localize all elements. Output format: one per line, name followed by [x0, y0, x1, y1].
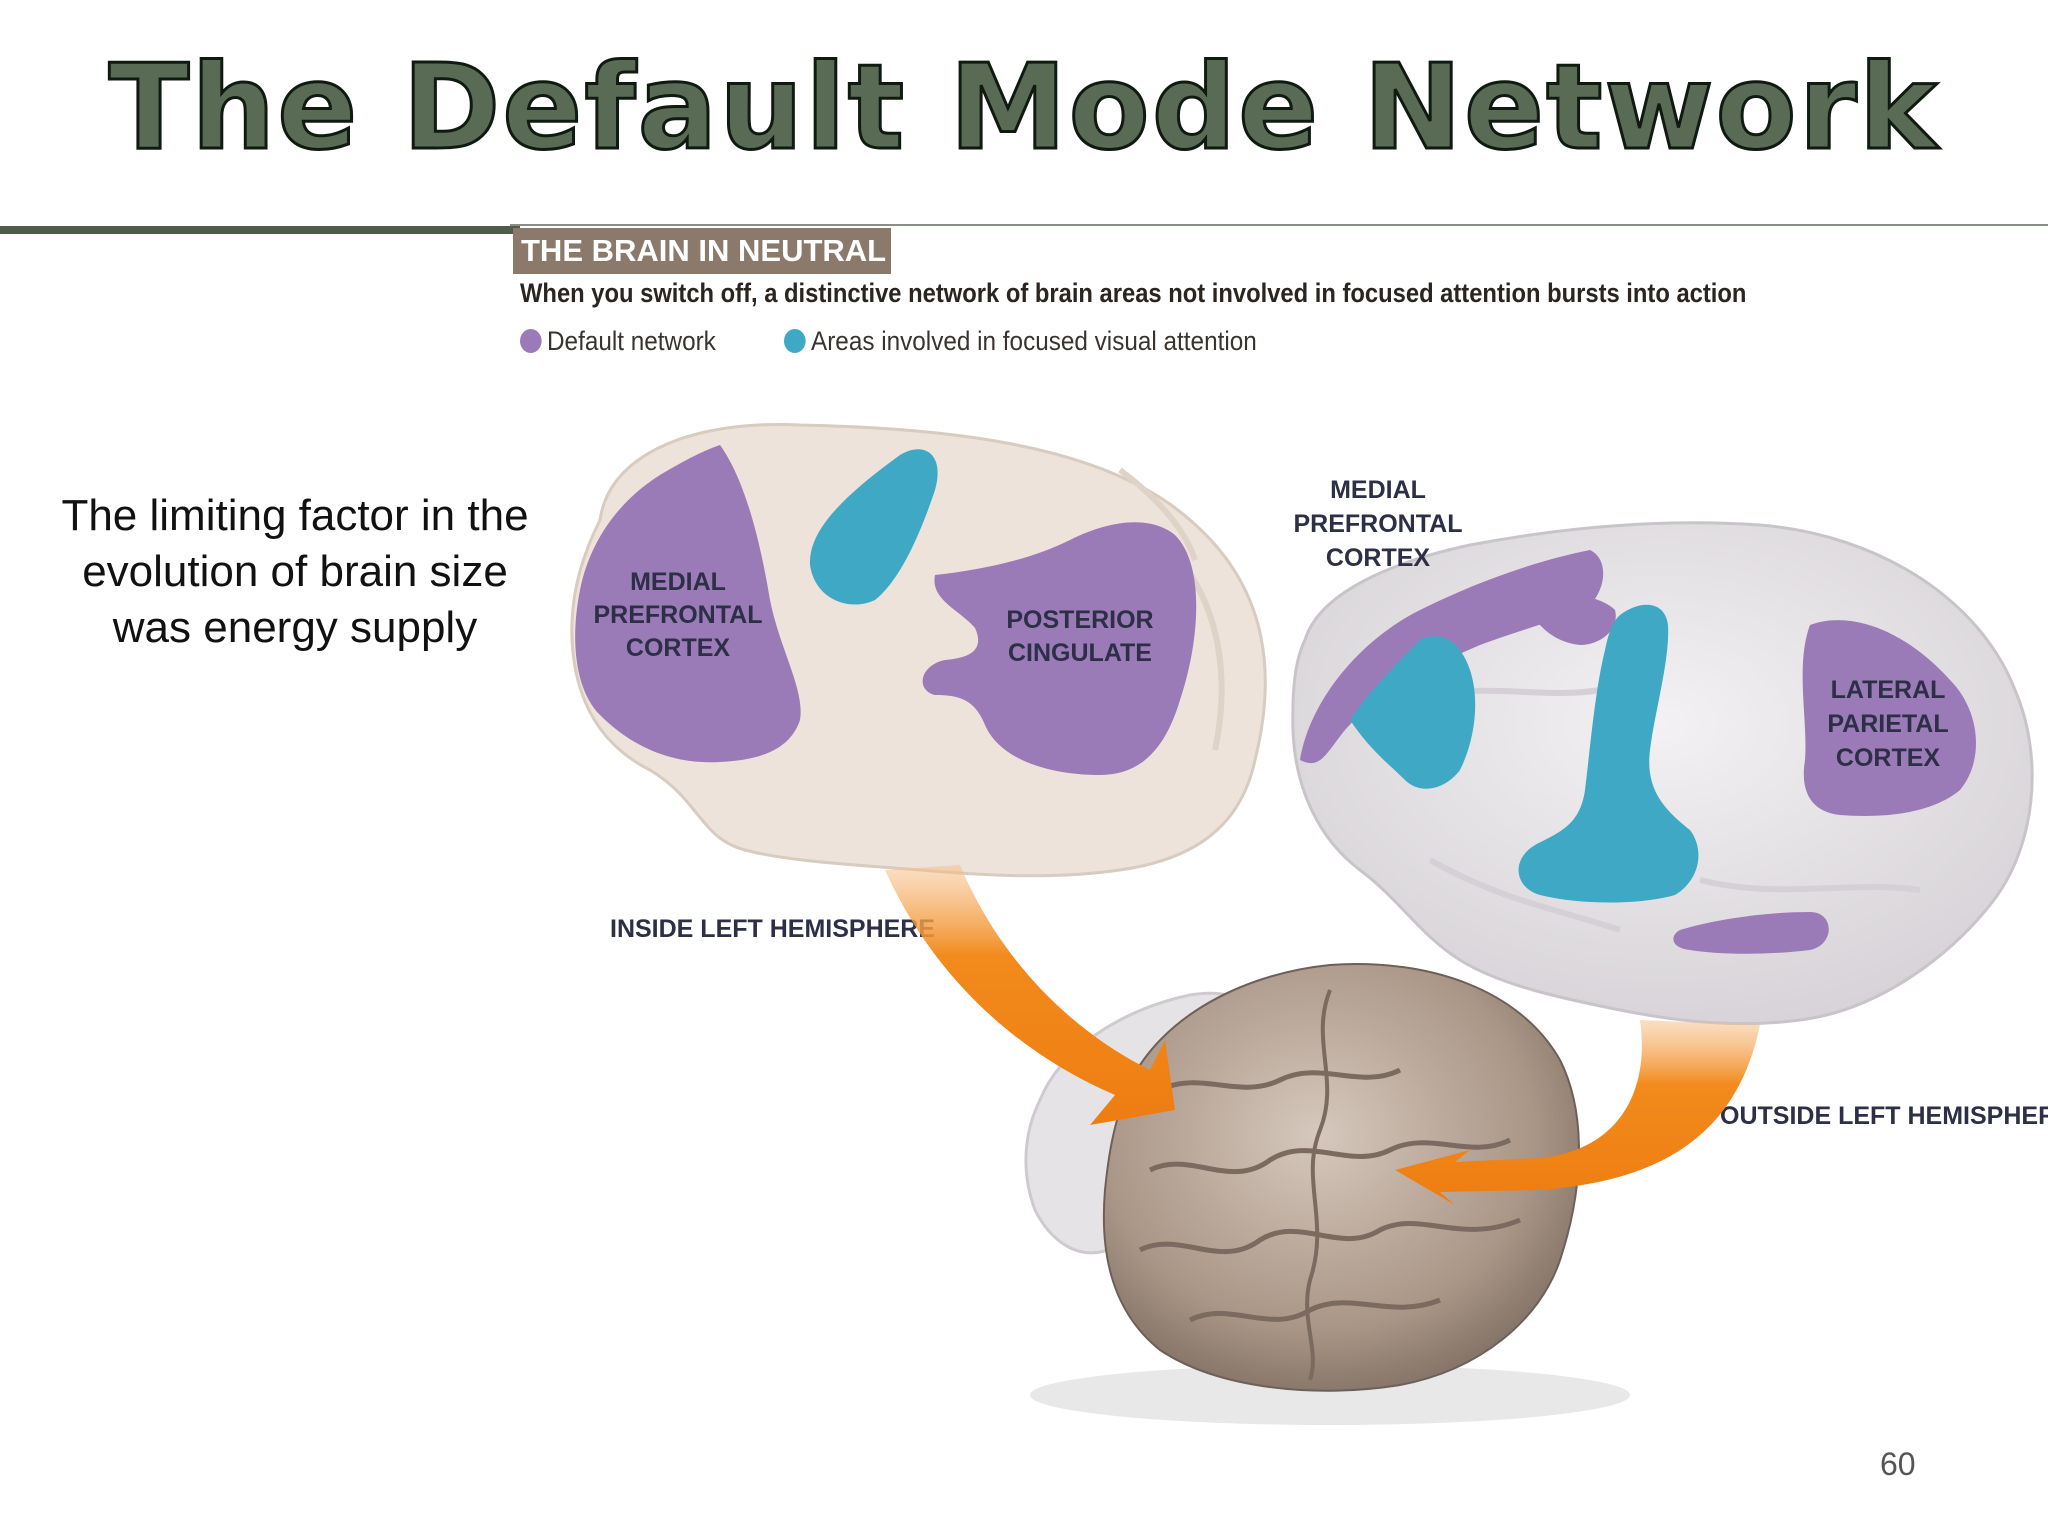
whole-brain-fold — [1188, 1297, 1441, 1323]
inside-mpfc-region — [575, 445, 801, 763]
outside-arrow — [1395, 1020, 1760, 1205]
outside-hemisphere: MEDIAL PREFRONTAL CORTEX LATERAL PARIETA… — [1291, 476, 2048, 1130]
legend-label: Areas involved in focused visual attenti… — [811, 326, 1257, 356]
inside-pcc-label-2: CINGULATE — [1008, 639, 1152, 667]
whole-brain-fold — [1148, 1137, 1512, 1175]
legend-item-attention: Areas involved in focused visual attenti… — [784, 326, 1257, 357]
outside-mpfc-label-3: CORTEX — [1326, 544, 1431, 572]
whole-brain-fold — [1305, 989, 1332, 1381]
whole-brain — [1024, 963, 1630, 1425]
page-number: 60 — [1880, 1446, 1916, 1482]
title-divider-thick — [0, 226, 520, 234]
outside-lpc-region — [1802, 620, 1977, 816]
purple-dot-icon — [520, 329, 542, 353]
body-text: The limiting factor in the evolution of … — [61, 491, 529, 652]
outside-brain-fold — [1699, 877, 1921, 893]
inside-attention-region — [809, 449, 938, 605]
whole-brain-shadow — [1030, 1365, 1630, 1425]
figure-subtitle: When you switch off, a distinctive netwo… — [520, 278, 1747, 308]
legend-label: Default network — [547, 326, 716, 356]
whole-brain-shape — [1102, 963, 1580, 1392]
inside-arrow — [885, 865, 1175, 1125]
inside-mpfc-label-3: CORTEX — [626, 634, 731, 662]
title-divider-thin — [510, 224, 2048, 226]
figure-tag: THE BRAIN IN NEUTRAL — [513, 228, 891, 274]
legend-item-default: Default network — [520, 326, 716, 357]
inside-pcc-region — [922, 522, 1197, 775]
inside-brain-fold — [1118, 467, 1198, 561]
inside-caption: INSIDE LEFT HEMISPHERE — [610, 915, 935, 943]
inside-pcc-label-1: POSTERIOR — [1006, 606, 1153, 634]
slide-title: The Default Mode Network — [107, 37, 1940, 178]
outside-mpfc-region-2 — [1520, 590, 1616, 645]
outside-lpc-label-2: PARIETAL — [1827, 710, 1948, 738]
outside-brain-fold — [1428, 857, 1621, 933]
whole-brain-fold — [1138, 1217, 1521, 1255]
outside-mpfc-label-1: MEDIAL — [1330, 476, 1426, 504]
outside-lpc-label-3: CORTEX — [1836, 744, 1941, 772]
whole-brain-fold — [1158, 1067, 1402, 1093]
outside-temporal-region — [1673, 912, 1829, 954]
inside-mpfc-label-2: PREFRONTAL — [594, 601, 763, 629]
inside-mpfc-label-1: MEDIAL — [630, 568, 726, 596]
outside-attention-region-2 — [1518, 604, 1699, 903]
outside-mpfc-label-2: PREFRONTAL — [1294, 510, 1463, 538]
inside-hemisphere: MEDIAL PREFRONTAL CORTEX POSTERIOR CINGU… — [570, 422, 1267, 943]
outside-attention-region-1 — [1350, 636, 1476, 789]
outside-caption: OUTSIDE LEFT HEMISPHERE — [1720, 1102, 2048, 1130]
teal-dot-icon — [784, 329, 806, 353]
outside-lpc-label-1: LATERAL — [1831, 676, 1946, 704]
